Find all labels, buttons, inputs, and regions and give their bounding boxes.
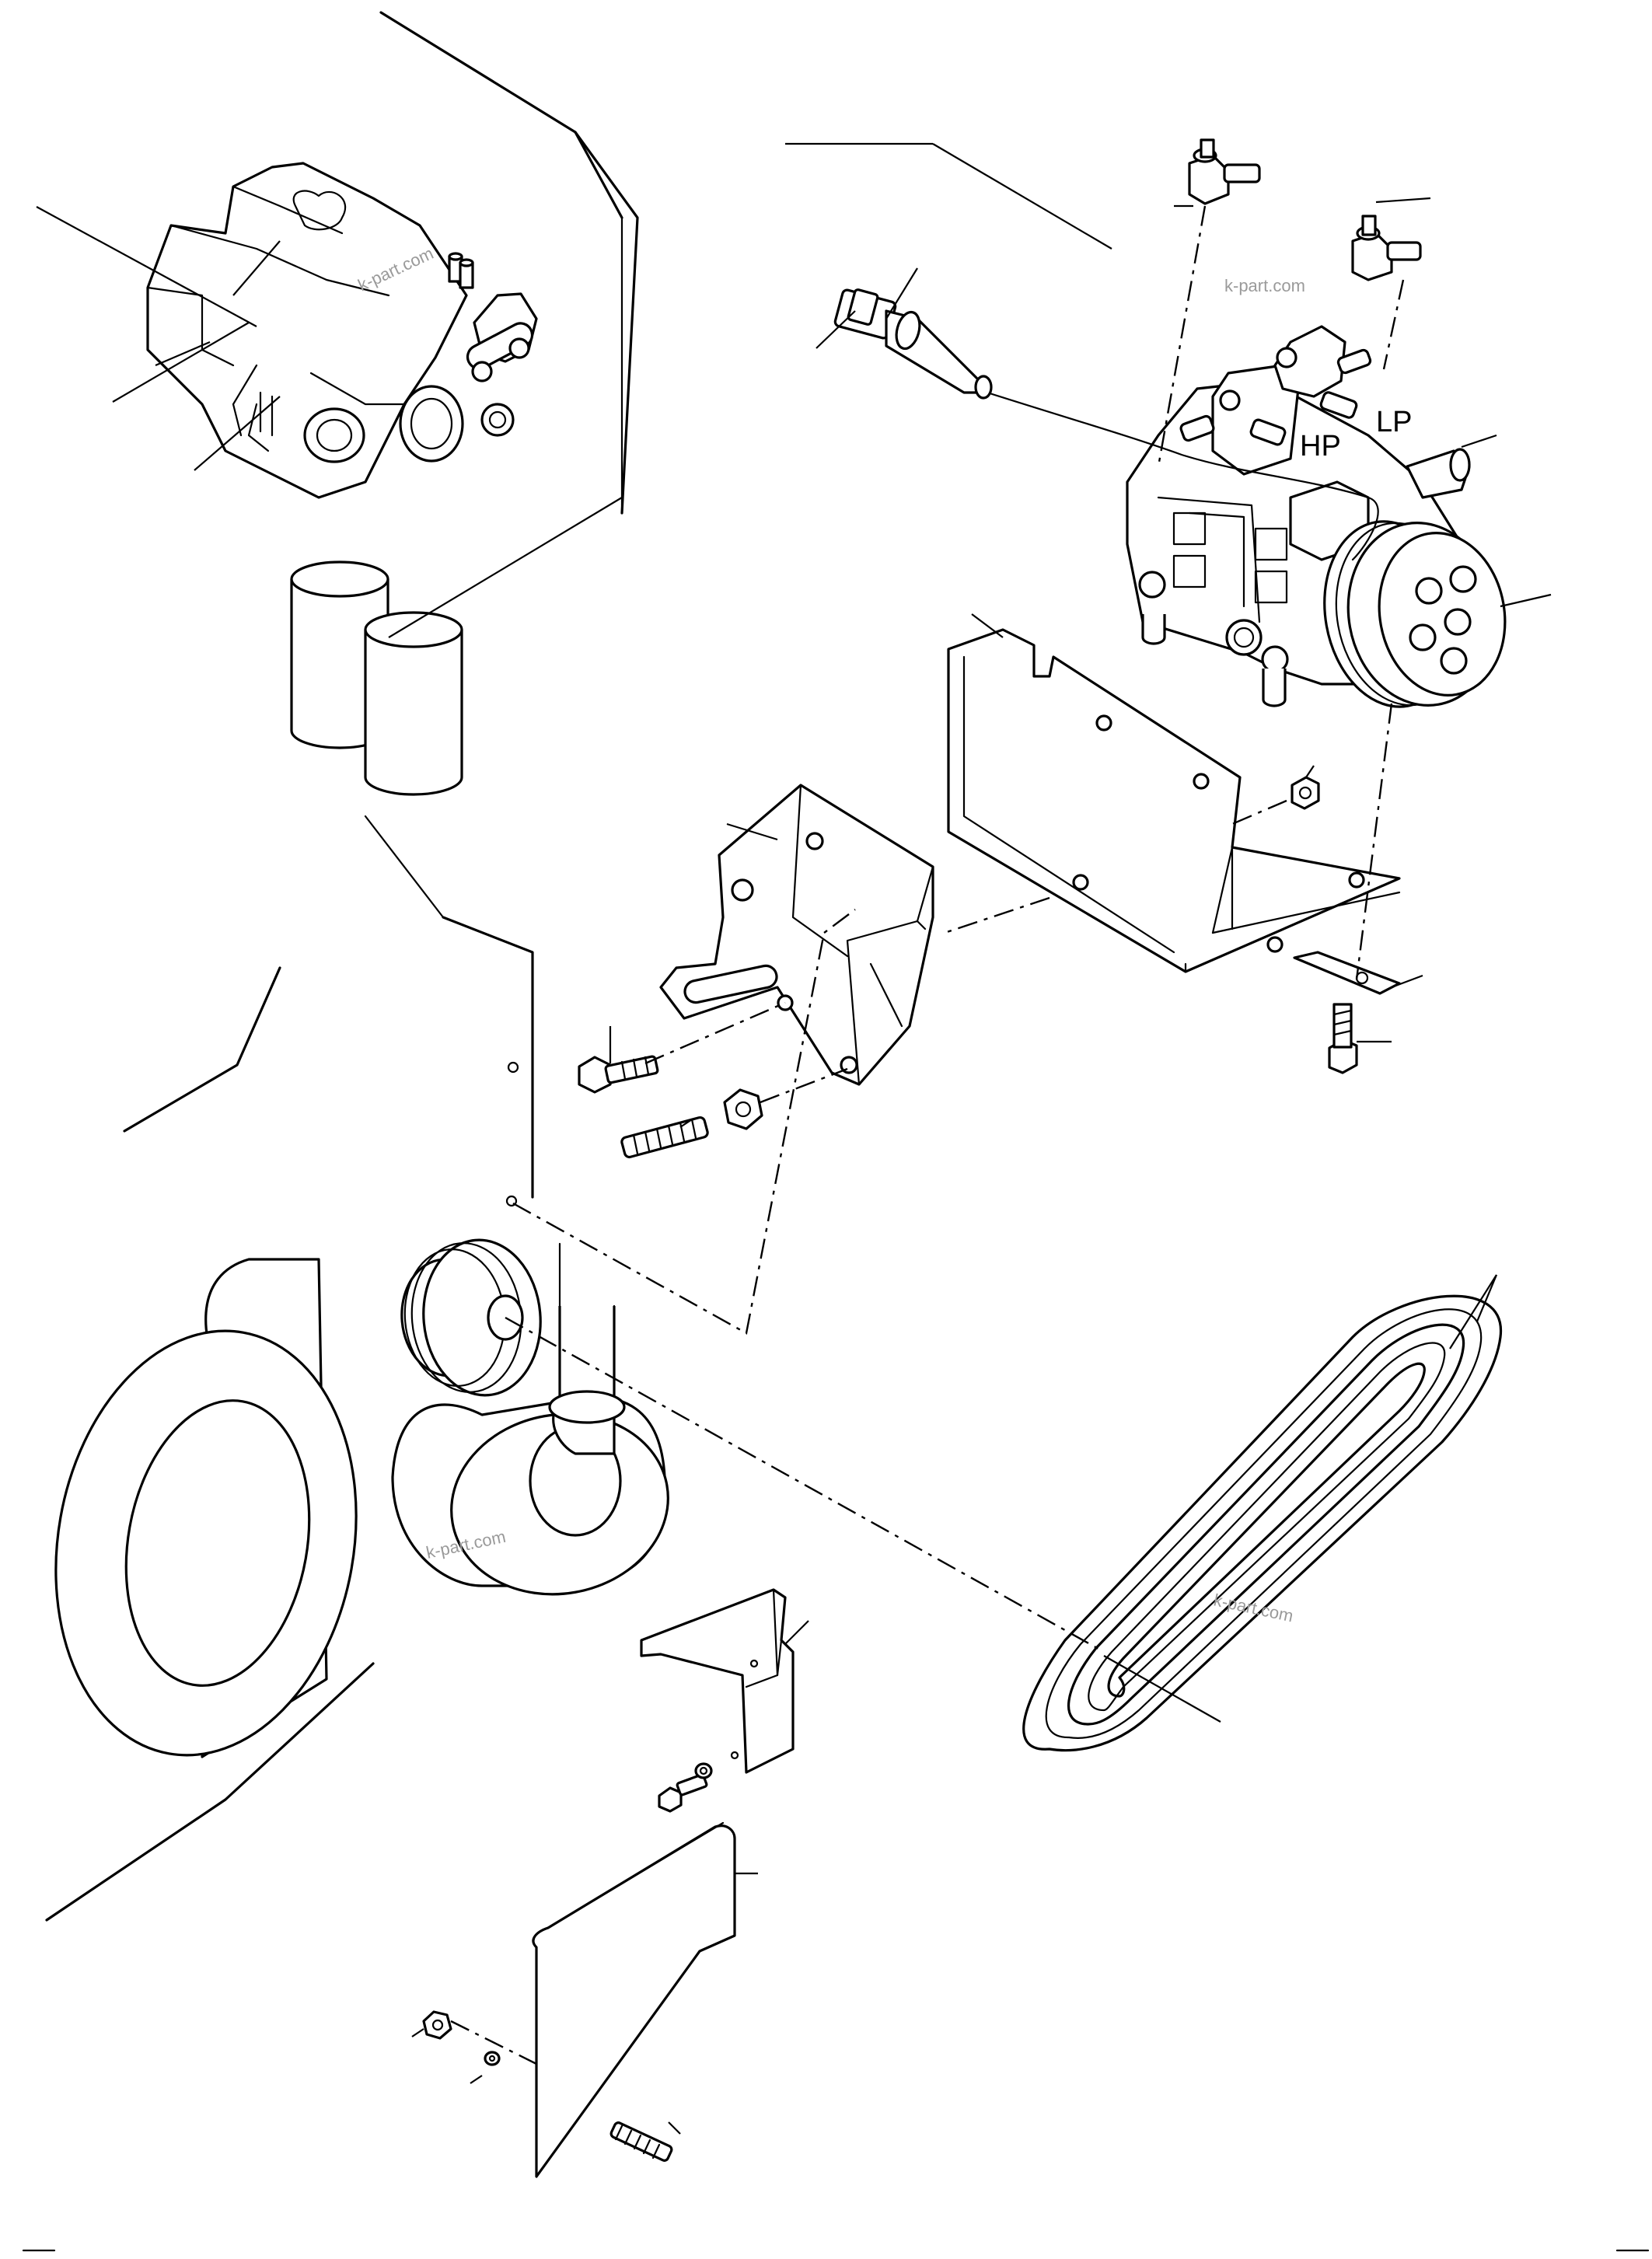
filter-cartridges [290, 560, 463, 796]
mounting-bracket [659, 784, 934, 1086]
drive-pulley [400, 1238, 542, 1397]
hose-fittings [1188, 138, 1422, 281]
engine-assembly [146, 162, 538, 499]
watermark-4: k-part.com [1212, 1590, 1295, 1625]
v-belt-set [1022, 1294, 1502, 1752]
fasteners [422, 1003, 1358, 2162]
belt-guard-cover [532, 1821, 736, 2178]
compressor-bracket [947, 628, 1401, 995]
ac-compressor [833, 288, 1507, 708]
callout-leaders [36, 142, 1552, 2135]
belt-guard-bracket [640, 1588, 795, 1774]
low-pressure-port-label: LP [1376, 406, 1412, 438]
high-pressure-port-label: HP [1300, 430, 1341, 463]
engine-outline [45, 11, 639, 1922]
crankshaft-pulley [54, 1242, 669, 1758]
assembly-centerlines [450, 205, 1405, 2065]
watermark-2: k-part.com [1224, 276, 1305, 295]
